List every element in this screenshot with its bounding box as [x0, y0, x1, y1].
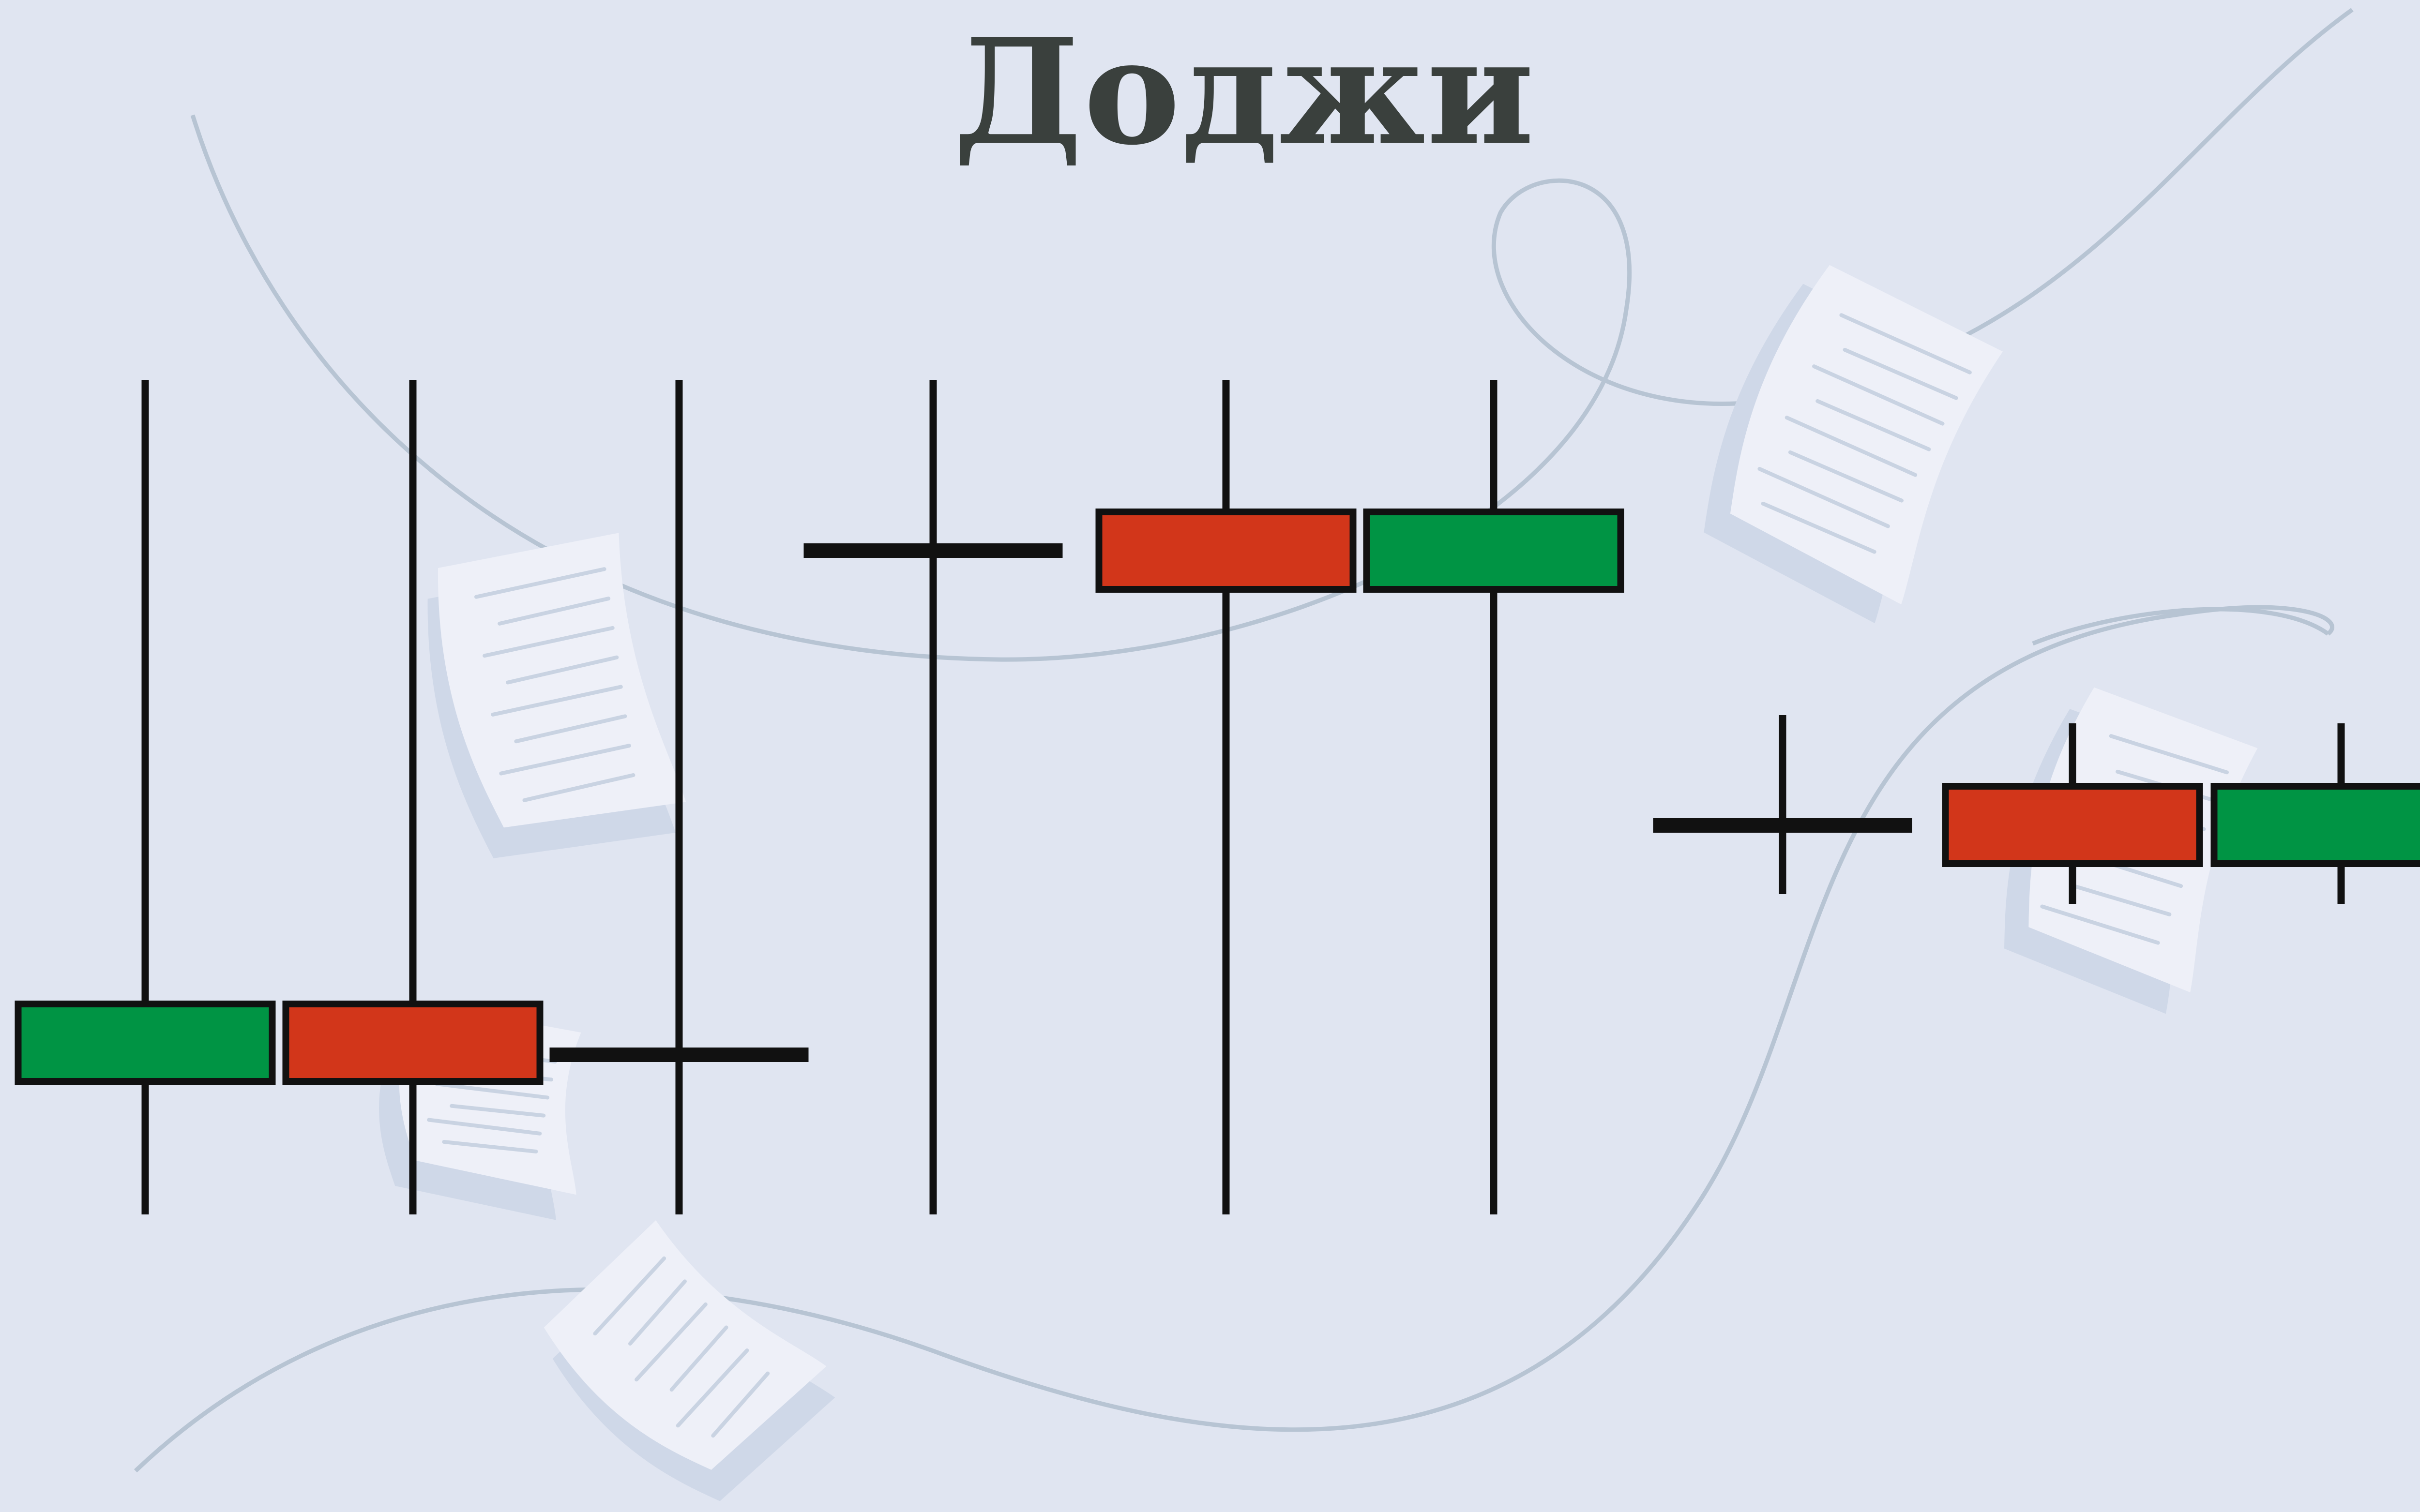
candle-bullish: [2210, 723, 2420, 904]
candle-bullish: [1363, 380, 1624, 1214]
candle-body: [1942, 783, 2203, 867]
decor-curve: [134, 605, 2334, 1473]
candle-bearish: [1095, 380, 1357, 1214]
candle-bearish: [282, 380, 544, 1214]
candle-body: [15, 1001, 276, 1085]
candlestick-group: [15, 380, 2420, 1214]
candle-bullish: [15, 380, 276, 1214]
candle-body: [1363, 509, 1624, 593]
candle-body: [2210, 783, 2420, 867]
page-title: Доджи: [953, 6, 1536, 177]
candle-bearish: [1942, 723, 2203, 904]
paper-sheet-icon: [1704, 265, 2003, 624]
candle-doji: [1653, 715, 1912, 894]
candle-doji: [549, 380, 809, 1214]
candle-body: [282, 1001, 544, 1085]
paper-sheet-icon: [427, 533, 686, 858]
decor-curve: [2032, 607, 2329, 646]
paper-sheet-icon: [544, 1220, 835, 1501]
candle-doji: [803, 380, 1063, 1214]
background-decoration: [134, 8, 2354, 1501]
candle-body: [1095, 509, 1357, 593]
